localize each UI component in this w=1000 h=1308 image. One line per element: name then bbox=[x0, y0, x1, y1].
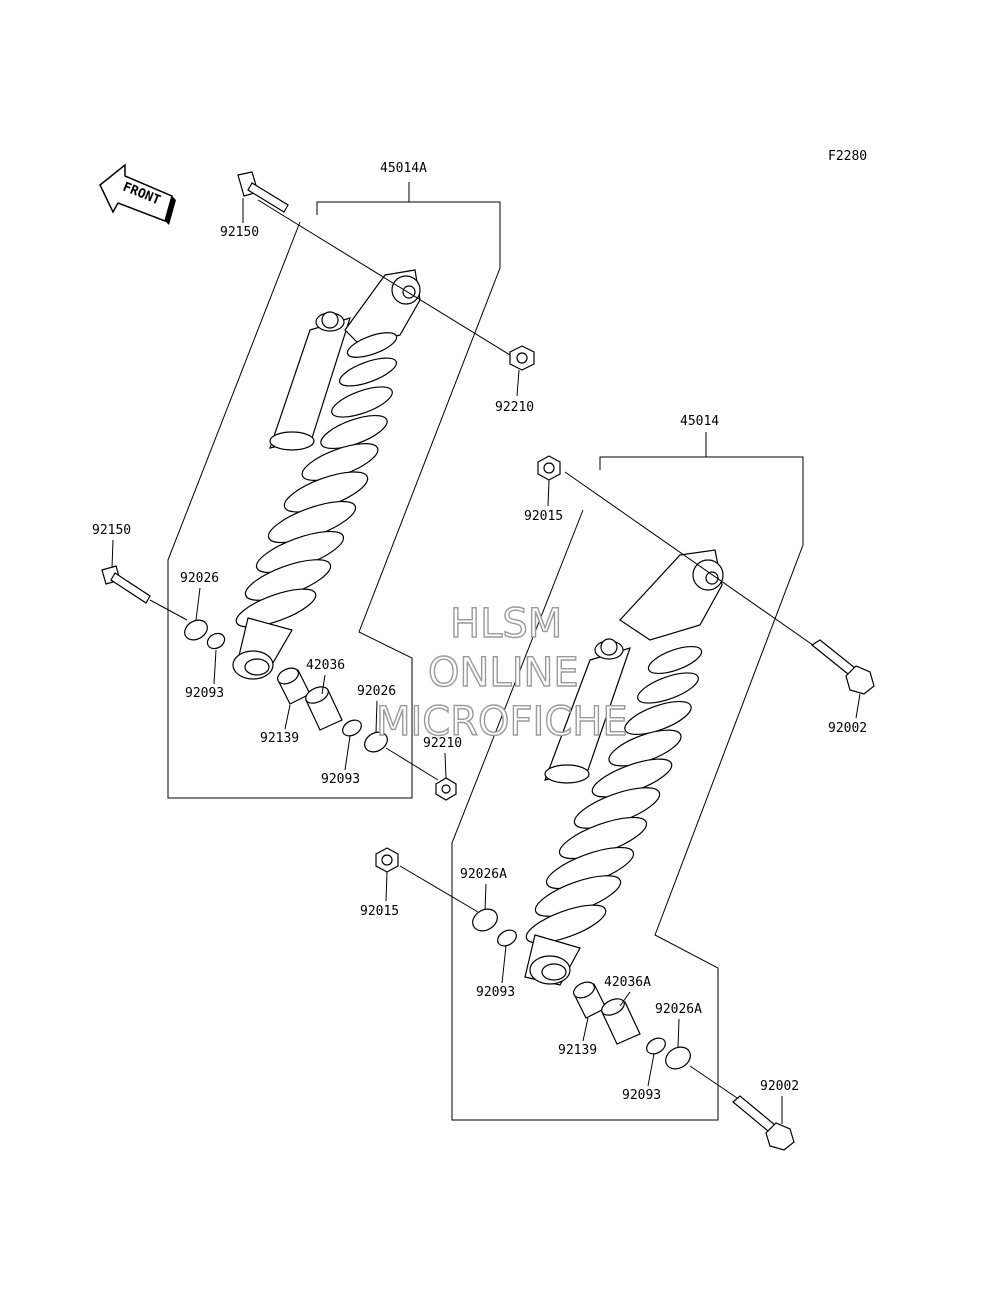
rear-top-nut bbox=[509, 345, 535, 371]
front-top-bolt bbox=[810, 639, 875, 695]
rear-shock-absorber bbox=[232, 269, 421, 680]
rear-washer-outer bbox=[184, 619, 208, 641]
label-collar-front: 42036A bbox=[604, 975, 651, 990]
watermark: HLSM ONLINE MICROFICHE bbox=[375, 600, 628, 745]
label-seal-front-inner: 92093 bbox=[622, 1088, 661, 1103]
front-shock-absorber bbox=[524, 549, 724, 986]
front-lower-nut bbox=[375, 847, 399, 873]
label-assy-front: 45014 bbox=[680, 414, 719, 429]
rear-bushing bbox=[277, 667, 311, 705]
label-bolt-left: 92150 bbox=[92, 523, 131, 538]
rear-spring bbox=[235, 332, 398, 628]
front-top-nut bbox=[537, 455, 561, 481]
watermark-line1: HLSM bbox=[450, 601, 562, 647]
label-collar-left: 42036 bbox=[306, 658, 345, 673]
label-washer-left-inner: 92026 bbox=[357, 684, 396, 699]
assembly-front-bracket bbox=[451, 432, 804, 1121]
label-bushing-left: 92139 bbox=[260, 731, 299, 746]
label-washer-front-outer: 92026A bbox=[460, 867, 507, 882]
front-seal-outer bbox=[497, 929, 517, 947]
watermark-line3: MICROFICHE bbox=[376, 699, 628, 745]
front-washer-inner bbox=[665, 1046, 691, 1070]
front-collar bbox=[601, 998, 641, 1045]
label-bushing-front: 92139 bbox=[558, 1043, 597, 1058]
label-bolt-top: 92150 bbox=[220, 225, 259, 240]
label-seal-left-inner: 92093 bbox=[321, 772, 360, 787]
front-bushing bbox=[573, 981, 607, 1019]
figure-code: F2280 bbox=[828, 149, 867, 164]
label-nut-left-bottom: 92210 bbox=[423, 736, 462, 751]
label-bolt-front-bottom: 92002 bbox=[760, 1079, 799, 1094]
front-lower-bolt bbox=[732, 1095, 795, 1151]
label-seal-front-outer: 92093 bbox=[476, 985, 515, 1000]
label-nut-front-top: 92015 bbox=[524, 509, 563, 524]
front-spring bbox=[525, 645, 703, 944]
front-washer-outer bbox=[472, 908, 498, 932]
front-seal-inner bbox=[646, 1037, 666, 1055]
label-nut-front-bottom: 92015 bbox=[360, 904, 399, 919]
assembly-rear-bracket bbox=[167, 182, 501, 799]
front-arrow-icon: FRONT bbox=[99, 163, 176, 225]
rear-lower-bolt bbox=[101, 565, 188, 621]
label-washer-front-inner: 92026A bbox=[655, 1002, 702, 1017]
label-nut-top: 92210 bbox=[495, 400, 534, 415]
watermark-line2: ONLINE bbox=[428, 650, 579, 696]
rear-top-bolt bbox=[237, 171, 511, 356]
rear-lower-nut bbox=[435, 777, 457, 801]
rear-washer-inner bbox=[364, 731, 388, 753]
label-bolt-front-top: 92002 bbox=[828, 721, 867, 736]
label-seal-left-outer: 92093 bbox=[185, 686, 224, 701]
label-washer-left-outer: 92026 bbox=[180, 571, 219, 586]
label-assy-rear: 45014A bbox=[380, 161, 427, 176]
rear-seal-inner bbox=[342, 719, 362, 737]
rear-seal-outer bbox=[206, 632, 226, 650]
